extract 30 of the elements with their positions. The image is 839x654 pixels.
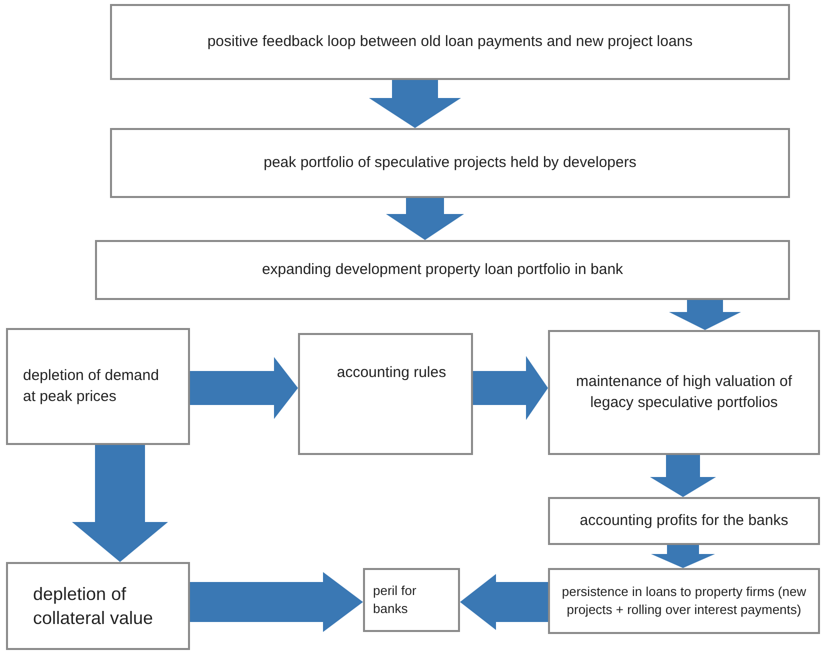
box-text: depletion of demand at peak prices	[23, 366, 160, 406]
process-box	[298, 333, 473, 455]
process-box	[548, 497, 820, 545]
process-box	[548, 330, 820, 455]
process-box	[6, 328, 190, 445]
process-box	[95, 240, 790, 300]
box-text: accounting profits for the banks	[580, 510, 788, 531]
block-arrow	[386, 198, 464, 240]
process-box	[110, 4, 790, 80]
block-arrow	[460, 574, 548, 630]
block-arrow	[651, 545, 715, 568]
block-arrow	[190, 357, 298, 419]
box-text: expanding development property loan portfolio in bank	[262, 260, 624, 280]
box-text: peril for banks	[373, 582, 418, 618]
block-arrow	[669, 300, 741, 330]
block-arrow	[369, 80, 461, 128]
block-arrow	[650, 455, 716, 497]
box-text: peak portfolio of speculative projects held by developers	[264, 152, 636, 173]
box-text: positive feedback loop between old loan payments and new project loans	[207, 32, 693, 52]
box-text: maintenance of high valuation of legacy speculative portfolios	[575, 372, 793, 412]
process-box	[6, 562, 190, 650]
block-arrow	[190, 572, 363, 632]
process-box	[110, 128, 790, 198]
box-text: accounting rules	[336, 363, 446, 383]
process-box	[363, 568, 460, 632]
box-text: persistence in loans to property firms (new projects + rolling over interest payments)	[560, 583, 808, 619]
block-arrow	[72, 445, 168, 562]
box-text: depletion of collateral value	[33, 582, 154, 630]
block-arrow	[473, 356, 548, 420]
process-box	[548, 568, 820, 634]
